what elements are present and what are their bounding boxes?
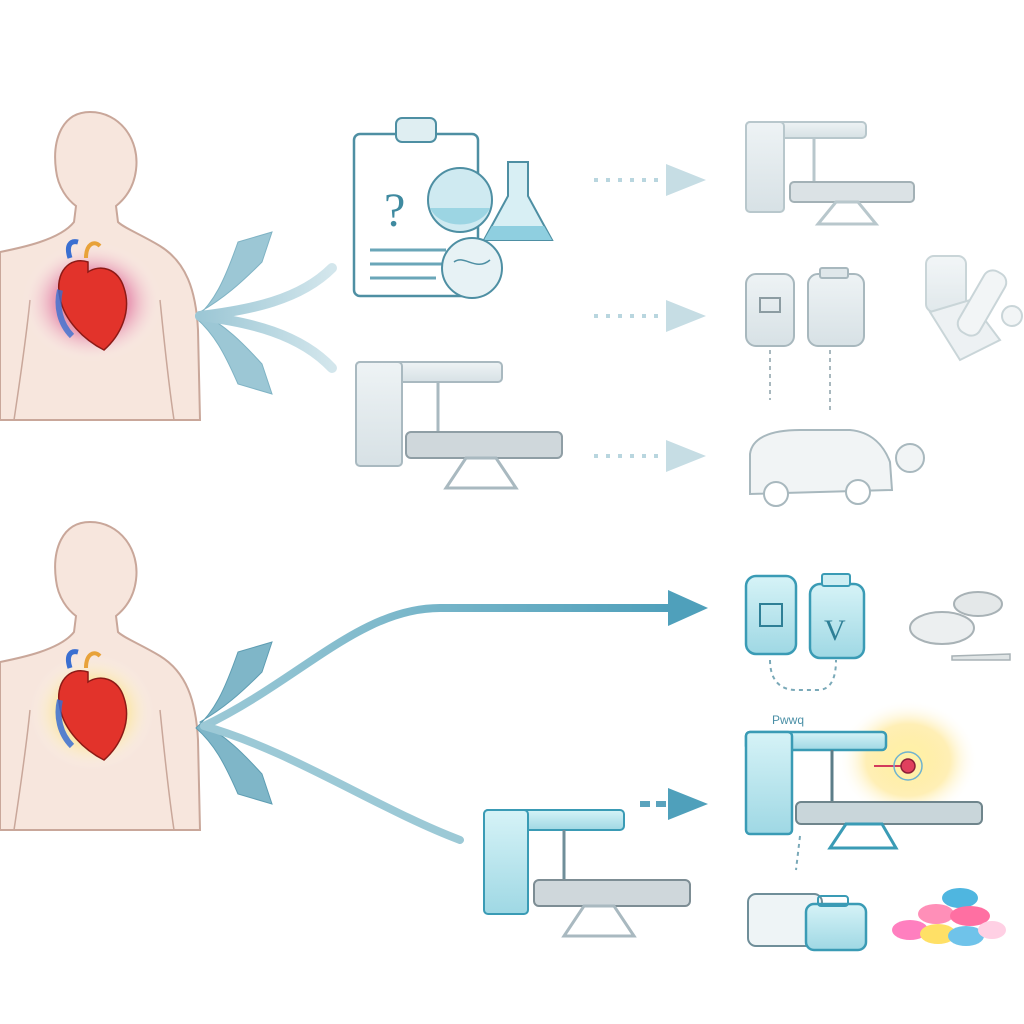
targeted-beam-icon <box>874 751 923 781</box>
dashed-arrows-upper <box>594 178 666 458</box>
iv-bag-icon: V <box>744 573 866 691</box>
scanner-table-icon <box>744 730 983 850</box>
pill-tablet-icon <box>909 591 1011 661</box>
iv-bag-label: V <box>824 614 846 647</box>
upper-pathway: ? <box>0 110 1023 507</box>
iv-bag-icon <box>745 267 865 410</box>
surgical-tools-icon <box>925 255 1023 362</box>
scanner-table-icon <box>355 361 563 490</box>
medical-case-icon <box>747 893 868 952</box>
flask-icon <box>427 161 554 299</box>
dashed-link-lower <box>795 835 801 871</box>
arrowhead-top <box>668 590 708 626</box>
branch-arrows-lower <box>195 604 674 844</box>
ambulance-icon <box>749 429 925 507</box>
branch-arrows-upper <box>195 231 337 395</box>
scan-tag: Pwwq <box>772 713 804 727</box>
svg-text:?: ? <box>384 184 405 237</box>
heart-icon <box>55 239 128 351</box>
scanner-table-icon <box>483 809 691 938</box>
arrowheads-upper <box>666 164 706 472</box>
lower-pathway: V Pwwq <box>0 520 1011 952</box>
capsules-icon <box>892 888 1006 946</box>
scanner-table-icon <box>745 121 915 226</box>
heart-icon <box>55 649 128 761</box>
short-arrow-lower <box>640 788 708 820</box>
